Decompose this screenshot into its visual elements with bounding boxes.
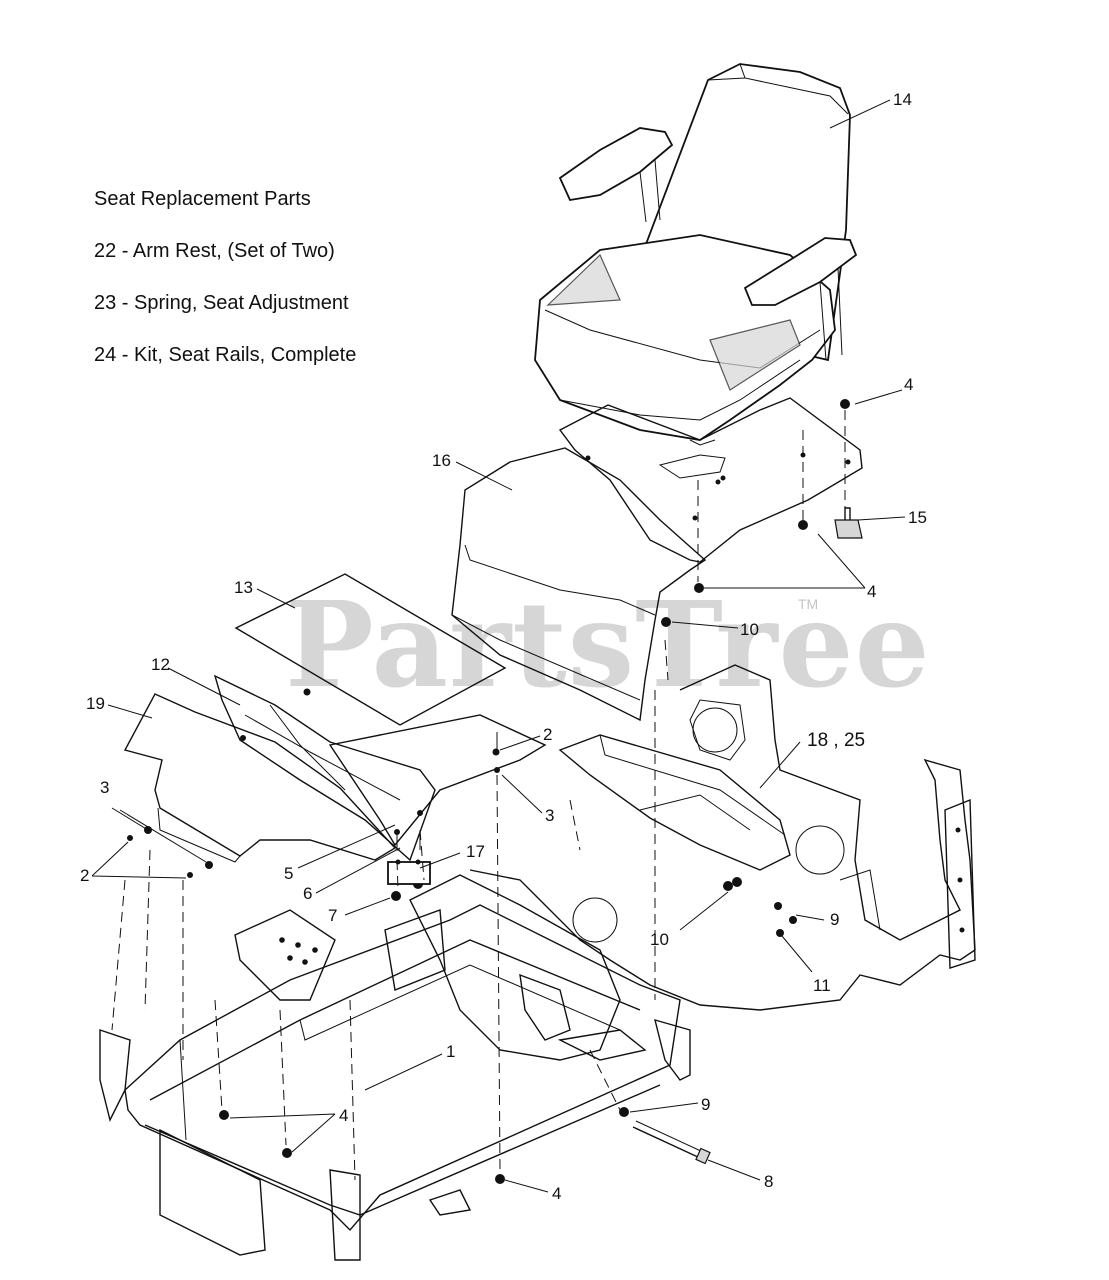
watermark-trademark: TM [798,596,819,612]
callout-4: 4 [904,375,914,394]
leader-lines [91,99,906,1193]
callout-2: 2 [543,725,553,744]
legend-item: 24 - Kit, Seat Rails, Complete [94,344,357,366]
callout-4: 4 [339,1106,349,1125]
bracket-plate [240,688,547,847]
callout-13: 13 [234,578,253,597]
panel-19 [123,693,397,863]
callout-18-25: 18 , 25 [807,730,866,751]
legend-item: 22 - Arm Rest, (Set of Two) [94,240,335,262]
seat-pan [558,397,863,563]
main-frame-1 [99,874,691,1261]
bolt-8 [619,1107,711,1165]
callout-6: 6 [303,884,313,903]
seat-assembly [534,63,858,446]
callout-4: 4 [552,1184,562,1203]
callout-19: 19 [86,694,105,713]
callout-15: 15 [908,508,927,527]
callout-9: 9 [830,910,840,929]
callout-17: 17 [466,842,485,861]
hardware [127,399,863,1184]
legend-item: 23 - Spring, Seat Adjustment [94,292,349,314]
callout-8: 8 [764,1172,774,1191]
callout-10: 10 [650,930,669,949]
legend-title: Seat Replacement Parts [94,188,311,210]
callout-1: 1 [446,1042,456,1061]
callout-3: 3 [100,778,110,797]
callout-7: 7 [328,906,338,925]
callout-2: 2 [80,866,90,885]
callout-4: 4 [867,582,877,601]
seat-replacement-legend: Seat Replacement Parts 22 - Arm Rest, (S… [94,173,356,381]
callout-14: 14 [893,90,912,109]
plate-13 [234,573,507,726]
alignment-lines [111,410,846,1181]
seat-rail-18 [558,734,791,871]
rear-frame [469,664,976,1011]
callout-16: 16 [432,451,451,470]
callout-10: 10 [740,620,759,639]
callout-9: 9 [701,1095,711,1114]
callout-12: 12 [151,655,170,674]
callout-5: 5 [284,864,294,883]
panel-16 [451,447,707,722]
callout-3: 3 [545,806,555,825]
panel-12 [213,674,436,862]
callout-11: 11 [813,976,831,995]
